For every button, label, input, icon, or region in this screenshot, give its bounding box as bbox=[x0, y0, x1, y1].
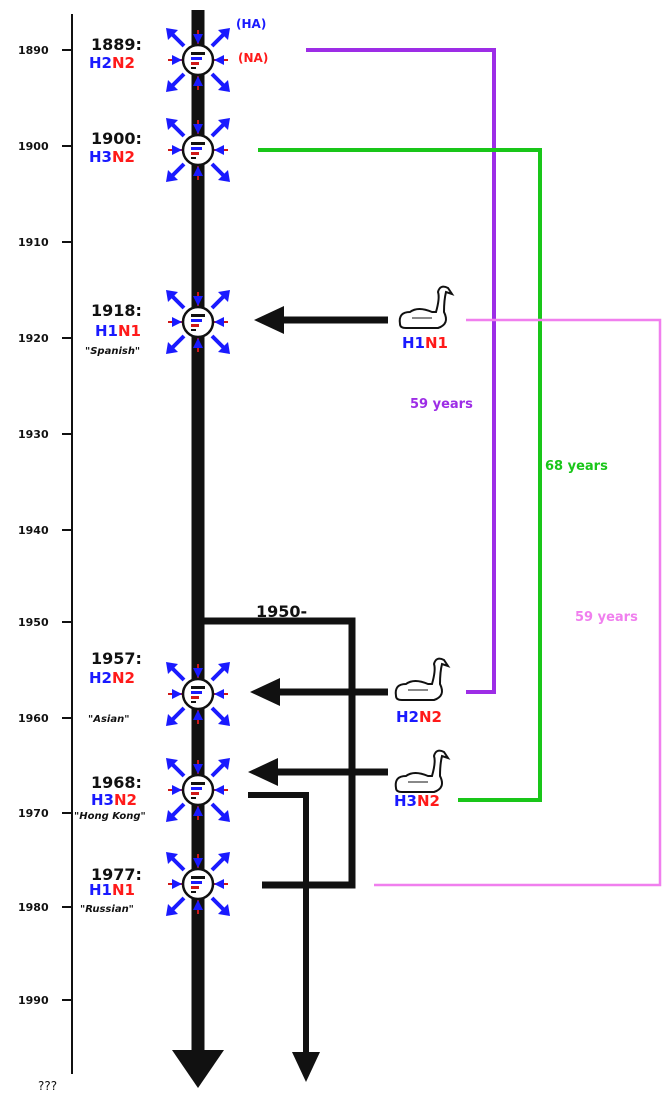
axis-tick-label: 1990 bbox=[18, 994, 49, 1007]
pandemic-label-4: 1968:H3N2 "Hong Kong" bbox=[74, 773, 146, 822]
swan-h1n1-icon bbox=[400, 287, 452, 328]
pandemic-nickname: "Hong Kong" bbox=[74, 811, 146, 822]
pandemic-year: 1968: bbox=[91, 773, 142, 792]
transfer-arrow-1918 bbox=[254, 306, 388, 334]
virus-1918-icon bbox=[166, 290, 230, 354]
axis-tick-label: 1960 bbox=[18, 712, 49, 725]
pandemic-year: 1918: bbox=[91, 301, 142, 320]
axis-tick-label: 1980 bbox=[18, 901, 49, 914]
swan-h2n2-icon bbox=[396, 659, 448, 700]
swan-subtype-2: H3N2 bbox=[394, 792, 440, 810]
swan-h3n2-icon bbox=[396, 751, 448, 792]
axis-tick-label: 1940 bbox=[18, 524, 49, 537]
pandemic-year: 1957: bbox=[91, 649, 142, 668]
axis-end-label: ??? bbox=[38, 1079, 57, 1092]
axis-tick-label: 1890 bbox=[18, 44, 49, 57]
virus-1900-icon bbox=[166, 118, 230, 182]
pandemic-subtype: H1N1 bbox=[95, 322, 141, 340]
gap-label-purple: 59 years bbox=[410, 397, 473, 412]
virus-1957-icon bbox=[166, 662, 230, 726]
na-label: (NA) bbox=[238, 51, 268, 65]
pandemic-label-3: 1957:H2N2 "Asian" bbox=[88, 649, 142, 725]
virus-1977-icon bbox=[166, 852, 230, 916]
axis-tick-label: 1970 bbox=[18, 807, 49, 820]
axis-tick-label: 1910 bbox=[18, 236, 49, 249]
pandemic-year: 1889: bbox=[91, 35, 142, 54]
pandemic-subtype: H2N2 bbox=[89, 54, 135, 72]
virus-1968-icon bbox=[166, 758, 230, 822]
branch-1950-label: 1950- bbox=[256, 602, 307, 621]
gap-label-pink: 59 years bbox=[575, 610, 638, 625]
axis-tick-label: 1920 bbox=[18, 332, 49, 345]
pandemic-subtype: H1N1 bbox=[89, 881, 135, 899]
pandemic-nickname: "Spanish" bbox=[85, 346, 140, 357]
transfer-arrow-1968 bbox=[248, 758, 388, 786]
axis-tick-label: 1950 bbox=[18, 616, 49, 629]
gap-connector-purple: 59 years bbox=[306, 50, 494, 692]
pandemic-year: 1900: bbox=[91, 129, 142, 148]
pandemic-label-2: 1918: H1N1 "Spanish" bbox=[85, 301, 142, 357]
branch-1950: 1950- bbox=[198, 602, 352, 885]
gap-label-green: 68 years bbox=[545, 459, 608, 474]
h3n2-lineage-branch bbox=[248, 795, 320, 1082]
ha-label: (HA) bbox=[236, 17, 266, 31]
axis-tick-label: 1900 bbox=[18, 140, 49, 153]
pandemic-label-0: 1889:H2N2 bbox=[89, 35, 142, 72]
pandemic-label-1: 1900:H3N2 bbox=[89, 129, 142, 166]
swan-subtype-1: H2N2 bbox=[396, 708, 442, 726]
transfer-arrow-1957 bbox=[250, 678, 388, 706]
pandemic-nickname: "Russian" bbox=[80, 904, 134, 915]
pandemic-nickname: "Asian" bbox=[88, 714, 129, 725]
pandemic-label-5: 1977:H1N1"Russian" bbox=[80, 865, 142, 915]
gap-connector-green: 68 years bbox=[258, 150, 608, 800]
axis-tick-label: 1930 bbox=[18, 428, 49, 441]
pandemic-subtype: H3N2 bbox=[89, 148, 135, 166]
pandemic-subtype: H2N2 bbox=[89, 669, 135, 687]
virus-1889-icon bbox=[166, 28, 230, 92]
swan-subtype-0: H1N1 bbox=[402, 334, 448, 352]
pandemic-subtype: H3N2 bbox=[91, 791, 137, 809]
